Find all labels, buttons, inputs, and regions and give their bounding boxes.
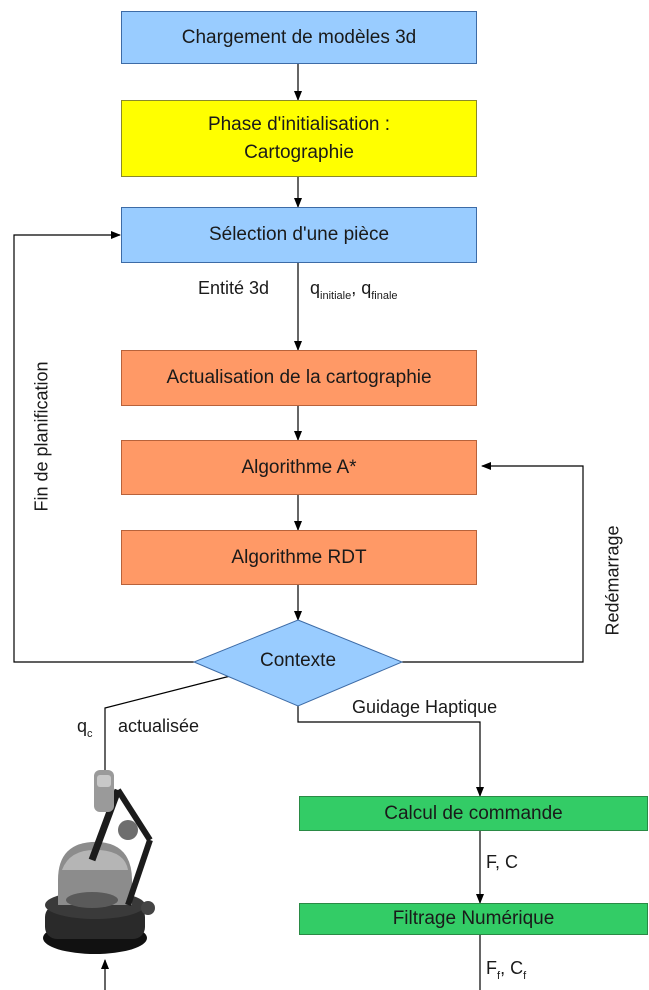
box-actualisation: Actualisation de la cartographie	[121, 350, 477, 406]
label-fin-planification: Fin de planification	[31, 361, 52, 512]
box-chargement-label: Chargement de modèles 3d	[181, 26, 417, 48]
label-ff-cf: Ff, Cf	[486, 958, 526, 982]
contexte-label: Contexte	[259, 650, 337, 671]
box-calcul-label: Calcul de commande	[384, 802, 563, 824]
q-separator: ,	[351, 278, 362, 298]
q-symbol-2: q	[361, 278, 372, 298]
contexte-diamond	[192, 619, 404, 707]
label-actualisee: actualisée	[118, 716, 200, 736]
label-redemarrage: Redémarrage	[602, 525, 623, 636]
haptic-device-image	[43, 770, 155, 954]
qc-sub: c	[87, 728, 93, 740]
box-phase-line2: Cartographie	[244, 141, 354, 163]
label-entite-3d: Entité 3d	[198, 278, 270, 298]
qc-symbol: q	[77, 716, 88, 736]
arrow-device-contexte	[104, 670, 247, 770]
box-selection-label: Sélection d'une pièce	[208, 224, 390, 245]
box-algorithme-rdt: Algorithme RDT	[121, 530, 477, 585]
label-f-c: F, C	[486, 852, 519, 872]
box-chargement: Chargement de modèles 3d	[121, 11, 477, 64]
box-filtrage-label: Filtrage Numérique	[392, 908, 555, 929]
box-selection: Sélection d'une pièce	[121, 207, 477, 263]
label-guidage-haptique: Guidage Haptique	[352, 697, 498, 717]
arrow-contexte-calcul	[297, 706, 484, 797]
loop-fin-planification	[13, 231, 194, 663]
label-qc: qc	[77, 716, 93, 740]
cf-sub: f	[523, 970, 527, 982]
q-finale-sub: finale	[371, 290, 398, 302]
box-actualisation-label: Actualisation de la cartographie	[166, 367, 432, 388]
box-rdt-label: Algorithme RDT	[231, 546, 367, 568]
box-astar-label: Algorithme A*	[241, 456, 357, 478]
box-filtrage: Filtrage Numérique	[299, 903, 648, 935]
loop-redemarrage	[402, 462, 584, 663]
ff-symbol: F	[486, 958, 497, 978]
label-q-initiale-finale: qinitiale, qfinale	[310, 278, 398, 302]
box-algorithme-astar: Algorithme A*	[121, 440, 477, 495]
q-initiale-sub: initiale	[320, 290, 352, 302]
ff-sub: f	[497, 970, 501, 982]
box-calcul-commande: Calcul de commande	[299, 796, 648, 831]
q-symbol: q	[310, 278, 321, 298]
cf-symbol: , C	[500, 958, 524, 978]
box-phase-initialisation: Phase d'initialisation : Cartographie	[121, 100, 477, 177]
box-phase-line1: Phase d'initialisation :	[207, 113, 391, 135]
